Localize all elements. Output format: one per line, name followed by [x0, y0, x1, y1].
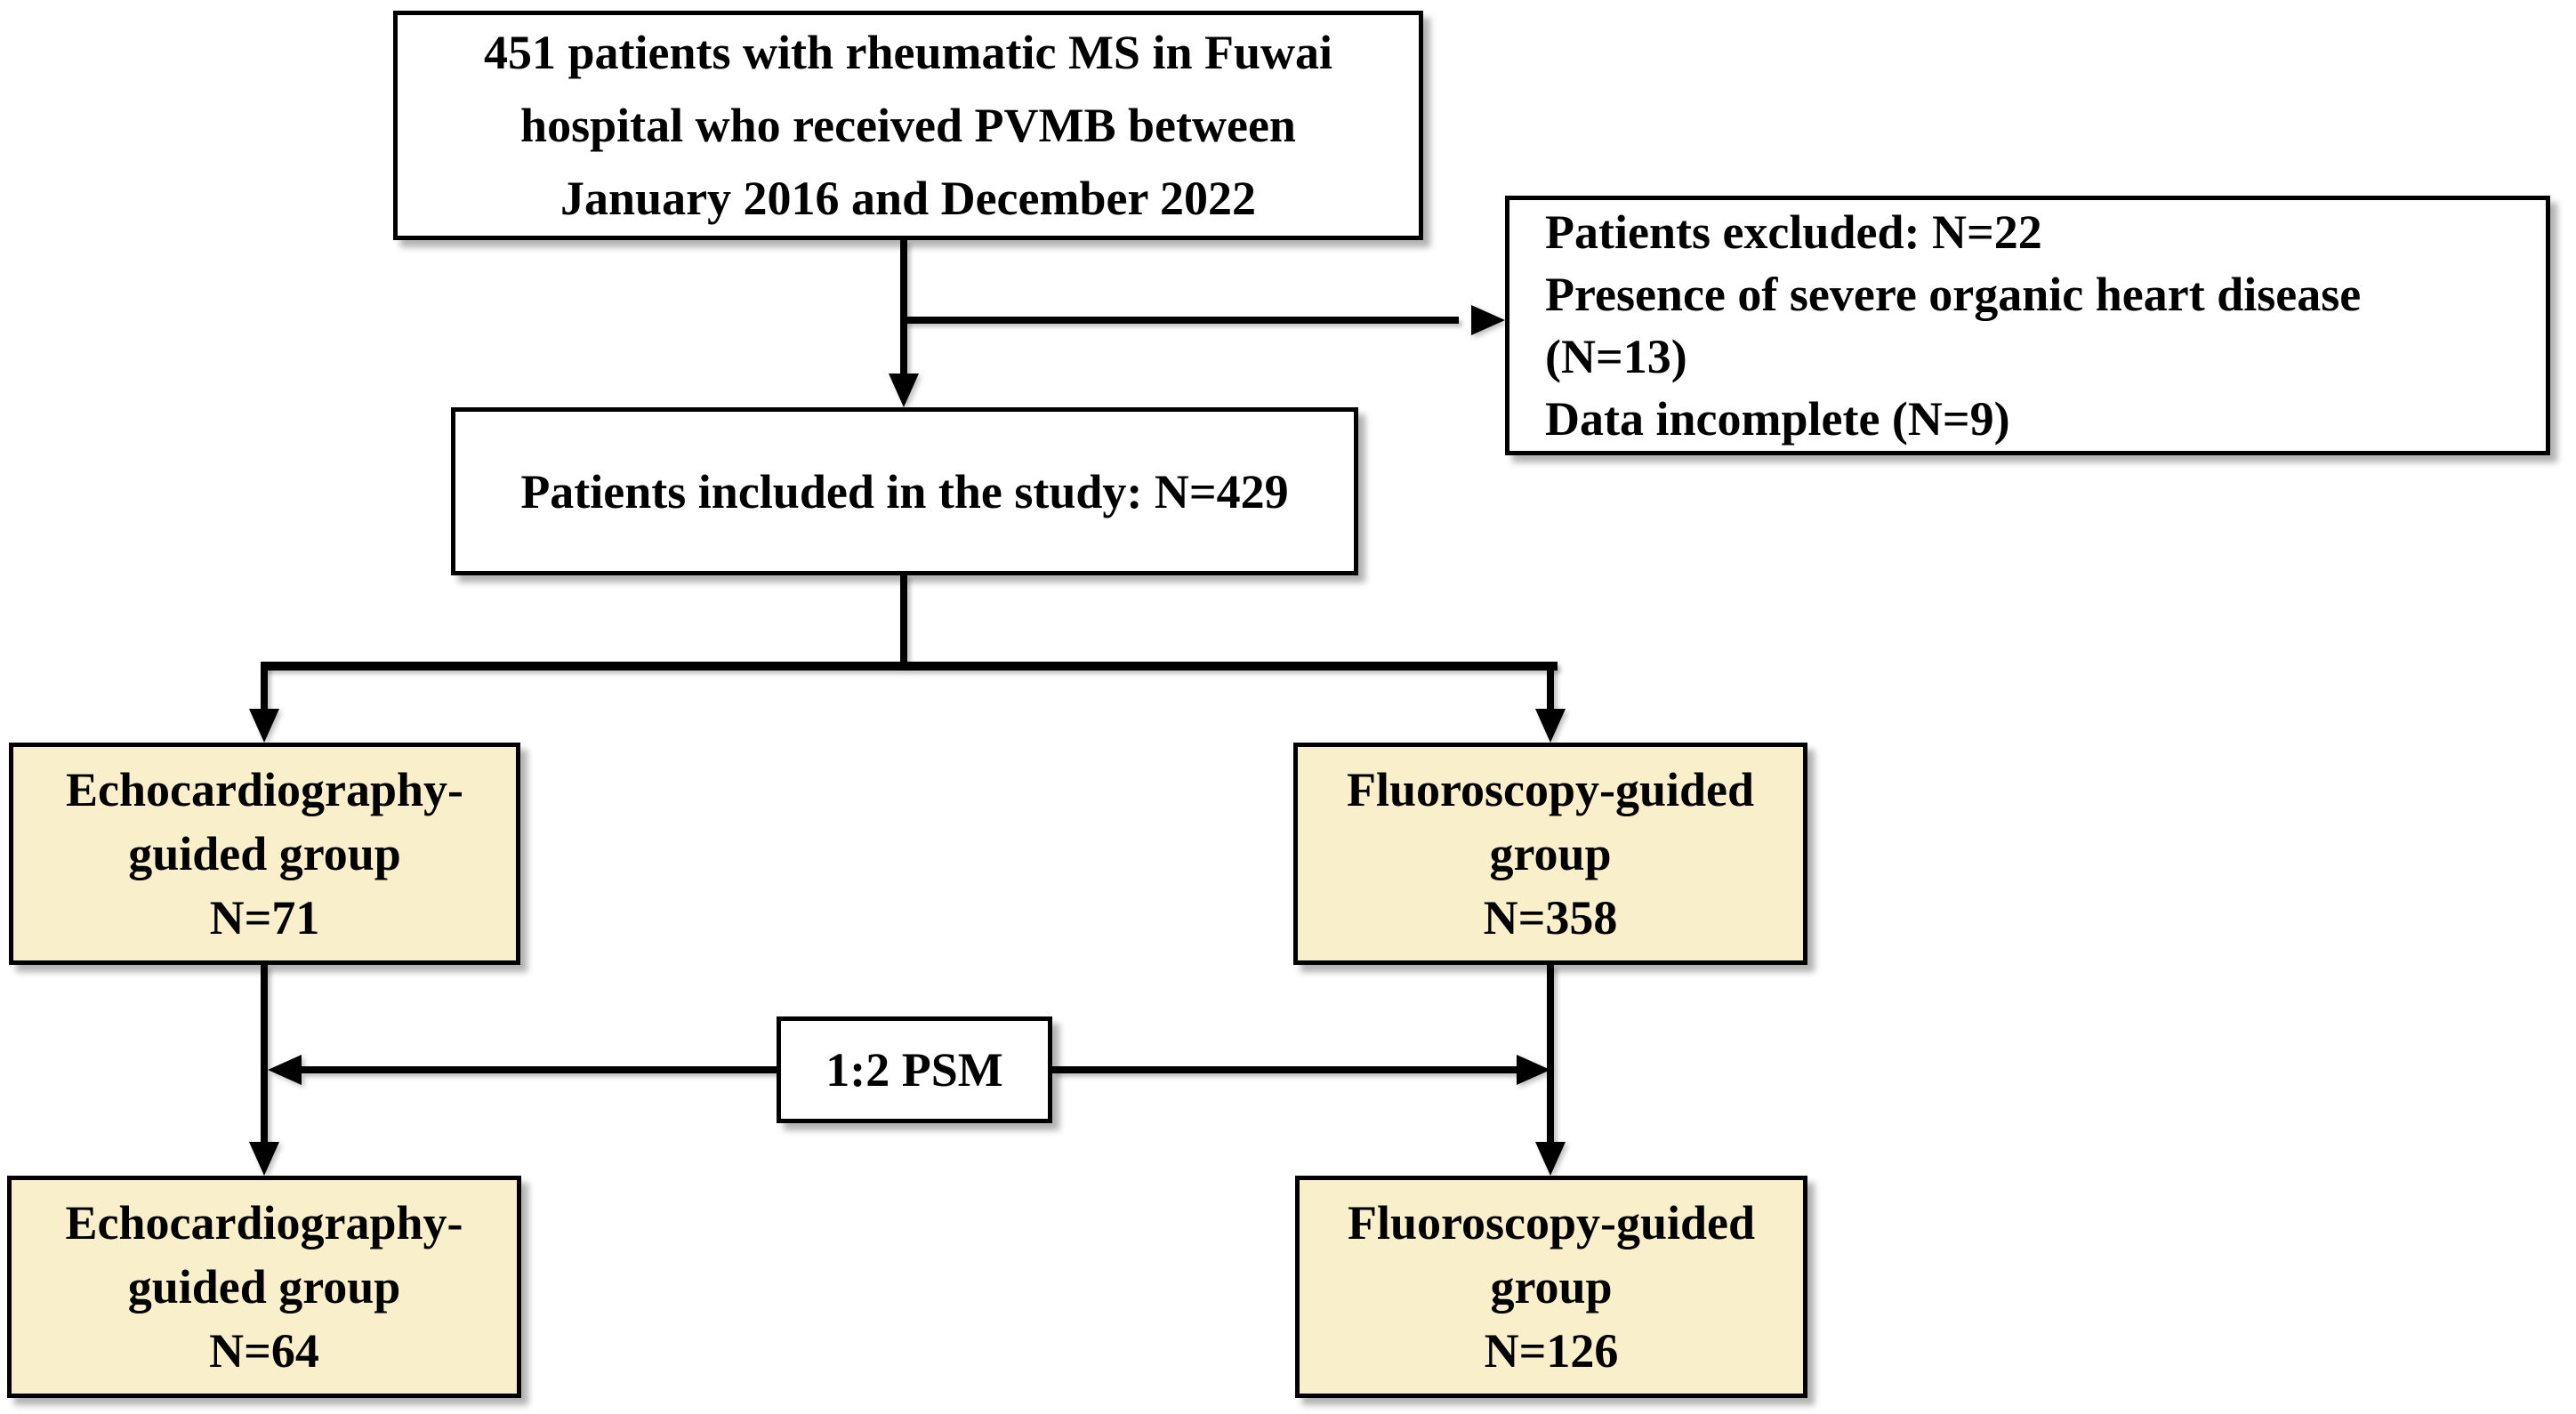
node-initial-cohort: 451 patients with rheumatic MS in Fuwai … — [393, 11, 1423, 240]
node-patients-included: Patients included in the study: N=429 — [451, 407, 1358, 575]
node-text-line: N=71 — [209, 891, 320, 944]
node-text-line: Echocardiography- — [65, 763, 463, 816]
node-text-line: (N=13) — [1545, 330, 1687, 383]
node-text-line: Fluoroscopy-guided — [1347, 1196, 1756, 1249]
connector-psm-right — [1052, 1066, 1518, 1073]
connector-split-to-echo-upper — [261, 662, 268, 711]
node-text-line: N=126 — [1484, 1324, 1619, 1378]
arrowhead-down-included — [889, 374, 919, 407]
connector-fluoro-upper-to-fluoro-lower — [1547, 965, 1554, 1145]
node-fluoro-guided-group-post-psm: Fluoroscopy-guided group N=126 — [1295, 1176, 1807, 1398]
arrowhead-down-fluoro-upper — [1535, 709, 1566, 743]
arrowhead-down-echo-upper — [249, 709, 279, 743]
node-text-line: Fluoroscopy-guided — [1346, 763, 1755, 816]
arrowhead-right-excluded — [1471, 305, 1505, 335]
node-text-line: Patients included in the study: N=429 — [520, 464, 1289, 518]
node-text-line: group — [1489, 827, 1612, 880]
connector-psm-left — [301, 1066, 777, 1073]
node-text-line: guided group — [127, 1260, 401, 1314]
connector-split-bar — [261, 662, 1558, 671]
node-text-line: 451 patients with rheumatic MS in Fuwai — [483, 26, 1333, 79]
connector-split-to-fluoro-upper — [1547, 662, 1554, 711]
node-text-line: guided group — [128, 827, 401, 880]
node-text-line: 1:2 PSM — [825, 1043, 1003, 1097]
node-echo-guided-group-pre-psm: Echocardiography- guided group N=71 — [9, 743, 520, 965]
node-text-line: January 2016 and December 2022 — [560, 172, 1256, 225]
connector-echo-upper-to-echo-lower — [261, 965, 268, 1145]
node-psm-ratio: 1:2 PSM — [777, 1016, 1052, 1123]
arrowhead-right-psm — [1517, 1055, 1550, 1085]
connector-initial-to-included — [900, 240, 907, 377]
node-text-line: Echocardiography- — [65, 1196, 463, 1249]
arrowhead-down-fluoro-lower — [1535, 1142, 1566, 1176]
node-text-line: Data incomplete (N=9) — [1545, 392, 2010, 446]
arrowhead-left-psm — [268, 1055, 302, 1085]
node-text-line: hospital who received PVMB between — [520, 99, 1296, 152]
node-text-line: group — [1490, 1260, 1613, 1314]
node-text-line: Presence of severe organic heart disease — [1545, 268, 2362, 321]
arrowhead-down-echo-lower — [249, 1142, 279, 1176]
node-fluoro-guided-group-pre-psm: Fluoroscopy-guided group N=358 — [1293, 743, 1807, 965]
connector-to-excluded — [904, 317, 1459, 324]
connector-included-to-split — [900, 574, 907, 665]
node-text-line: N=358 — [1483, 891, 1618, 944]
node-text-line: Patients excluded: N=22 — [1545, 205, 2042, 259]
node-patients-excluded: Patients excluded: N=22 Presence of seve… — [1505, 196, 2550, 455]
node-echo-guided-group-post-psm: Echocardiography- guided group N=64 — [7, 1176, 521, 1398]
node-text-line: N=64 — [209, 1324, 319, 1378]
